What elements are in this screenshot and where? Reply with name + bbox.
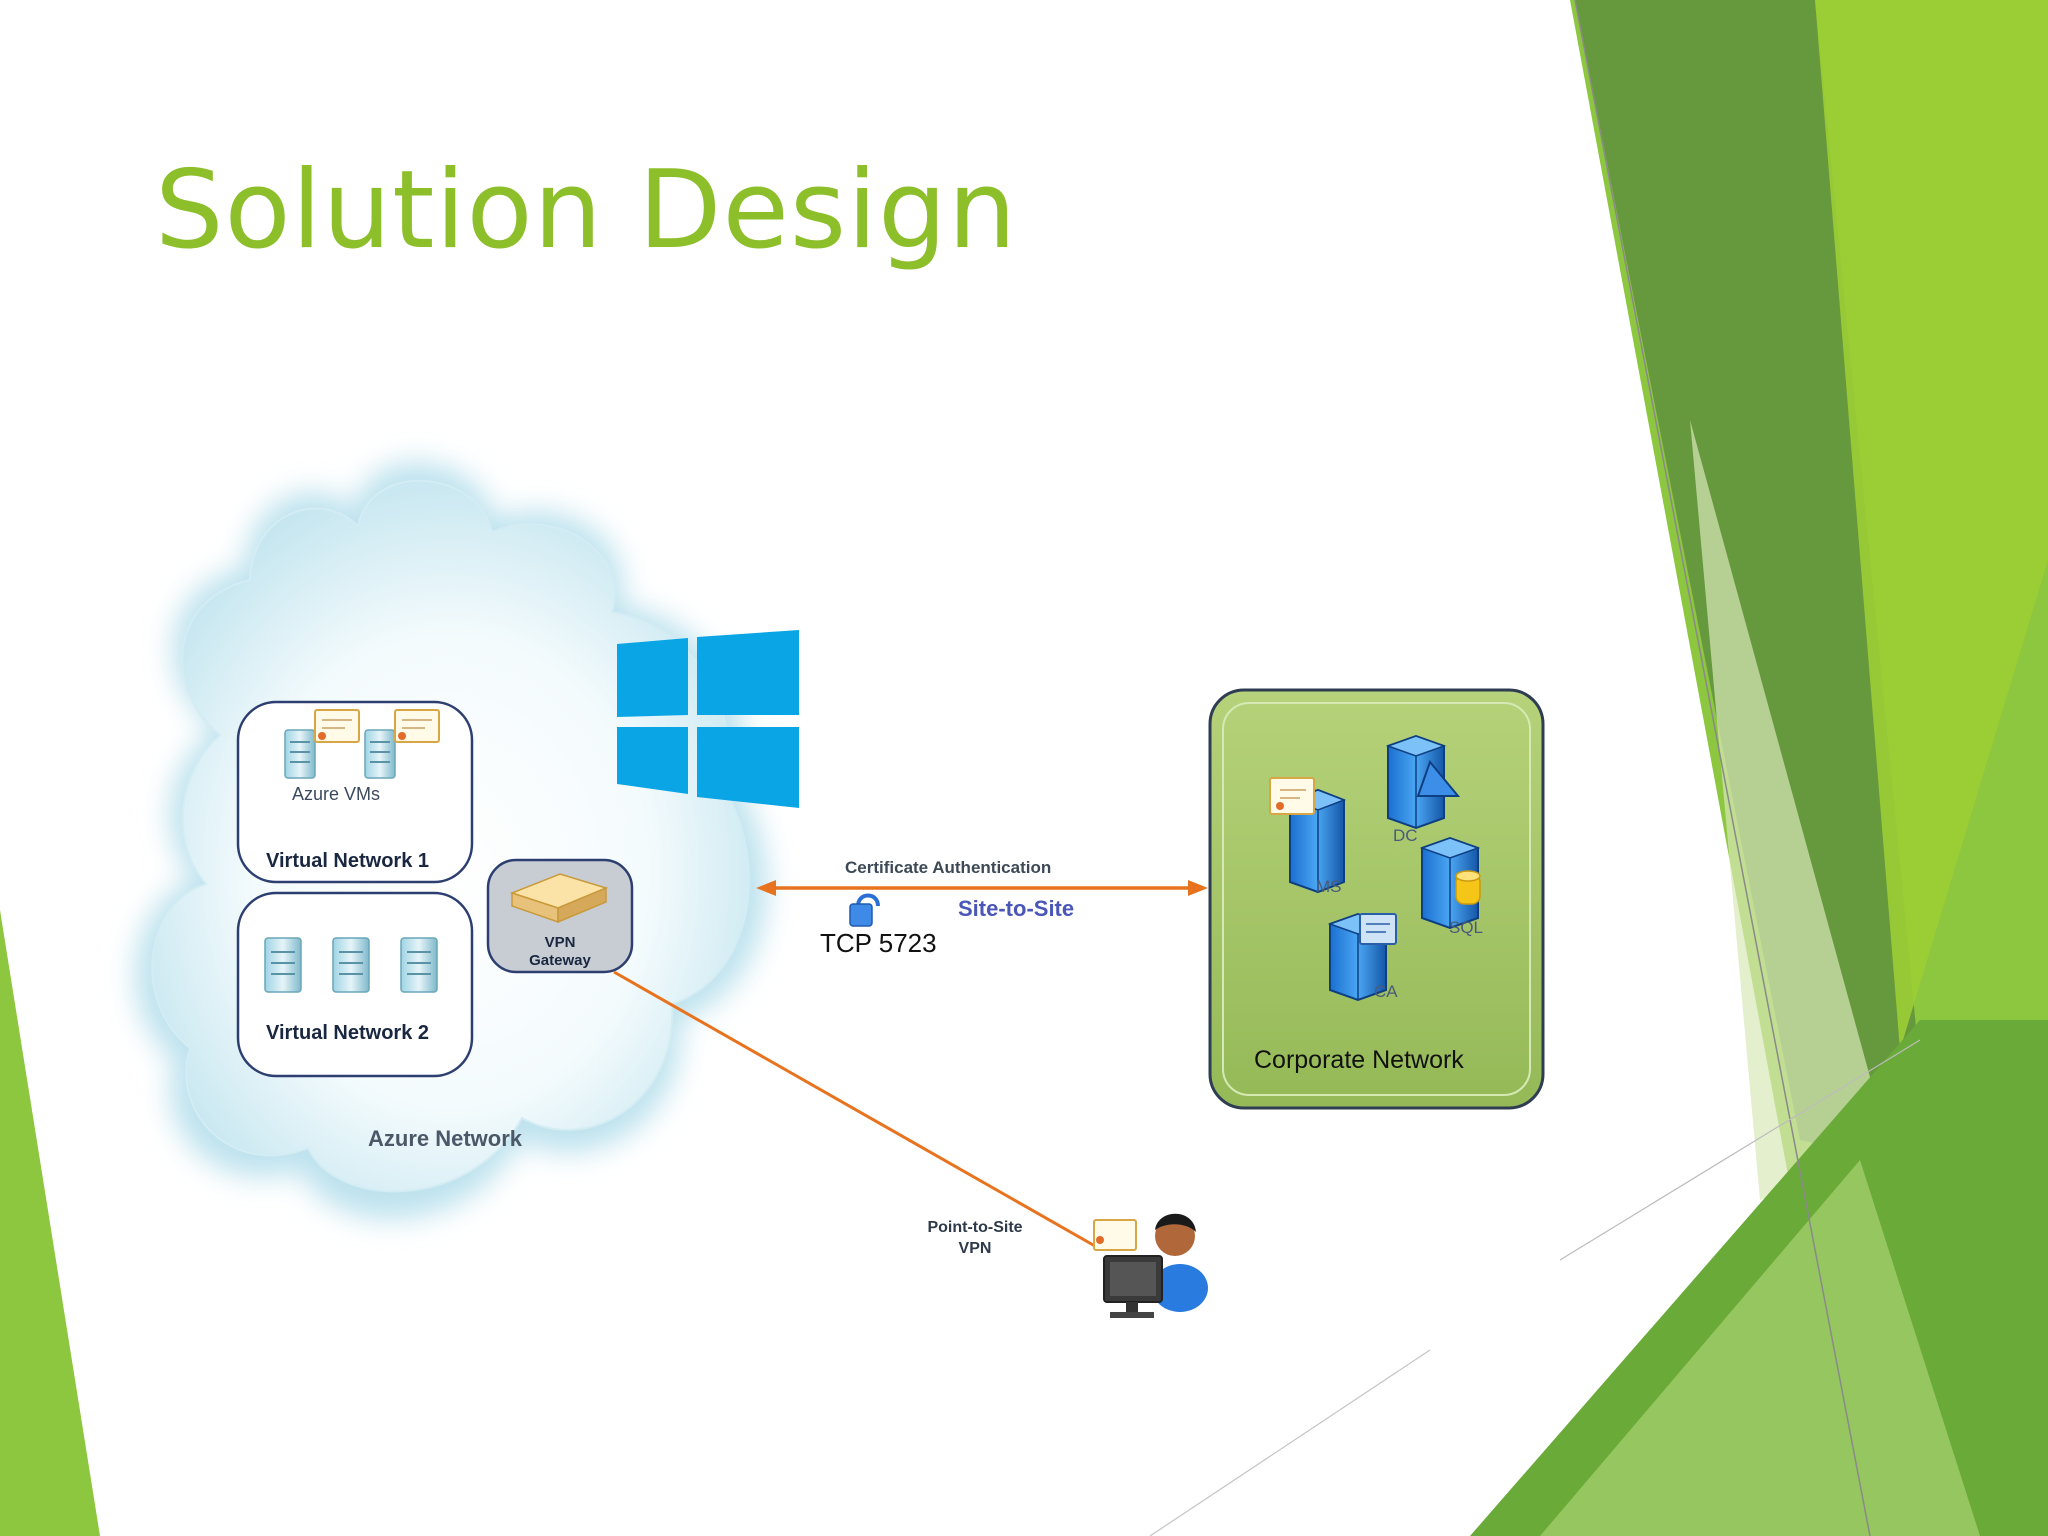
ca-server-icon xyxy=(1327,912,1397,1002)
certificate-icon xyxy=(1269,777,1315,815)
virtual-network-2-label: Virtual Network 2 xyxy=(266,1022,430,1044)
sql-server-icon xyxy=(1419,836,1481,930)
ms-server-label: MS xyxy=(1316,877,1342,896)
vpn-gateway-label: VPN Gateway xyxy=(510,934,610,970)
right-light-sliver xyxy=(1690,420,1890,1200)
site-to-site-connection xyxy=(756,880,1208,896)
padlock-icon xyxy=(849,893,880,927)
dc-server-label: DC xyxy=(1393,826,1418,845)
server-icon xyxy=(332,937,370,993)
certificate-authentication-label: Certificate Authentication xyxy=(845,858,1052,877)
azure-network-label: Azure Network xyxy=(368,1126,523,1151)
tcp-port-label: TCP 5723 xyxy=(820,928,937,958)
vpn-gateway-label-line1: VPN xyxy=(544,934,576,951)
remote-user-icon xyxy=(1093,1213,1208,1318)
point-to-site-label: Point-to-Site VPN xyxy=(905,1218,1045,1260)
dc-server-icon xyxy=(1385,734,1461,830)
decor-line-2 xyxy=(1559,1039,1921,1261)
server-icon xyxy=(400,937,438,993)
ms-server-icon xyxy=(1287,788,1347,894)
sql-server-label: SQL xyxy=(1449,918,1484,937)
server-icon xyxy=(264,937,302,993)
azure-vms-label: Azure VMs xyxy=(292,784,381,804)
left-green-wedge xyxy=(0,910,100,1536)
virtual-network-1-label: Virtual Network 1 xyxy=(266,850,430,872)
site-to-site-label: Site-to-Site xyxy=(958,896,1075,921)
point-to-site-label-line1: Point-to-Site xyxy=(927,1219,1023,1236)
azure-vm-server-icon xyxy=(284,729,316,779)
decor-line-1 xyxy=(1574,0,1871,1536)
corporate-network-label: Corporate Network xyxy=(1254,1046,1464,1074)
point-to-site-label-line2: VPN xyxy=(958,1239,992,1257)
certificate-icon xyxy=(1093,1219,1137,1251)
bottom-right-light xyxy=(1540,1160,1980,1536)
certificate-icon xyxy=(394,709,440,743)
ca-server-label: CA xyxy=(1374,982,1398,1001)
point-to-site-connection xyxy=(613,970,1103,1252)
slide-title: Solution Design xyxy=(155,148,1018,273)
gateway-device-icon xyxy=(509,873,609,924)
corporate-network-inner-border xyxy=(1222,702,1531,1096)
certificate-icon xyxy=(314,709,360,743)
right-lime-band xyxy=(1815,0,2048,1050)
decor-line-3 xyxy=(1149,1349,1431,1536)
vpn-gateway-label-line2: Gateway xyxy=(529,952,591,969)
windows-logo-icon xyxy=(617,630,799,808)
azure-vm-server-icon xyxy=(364,729,396,779)
